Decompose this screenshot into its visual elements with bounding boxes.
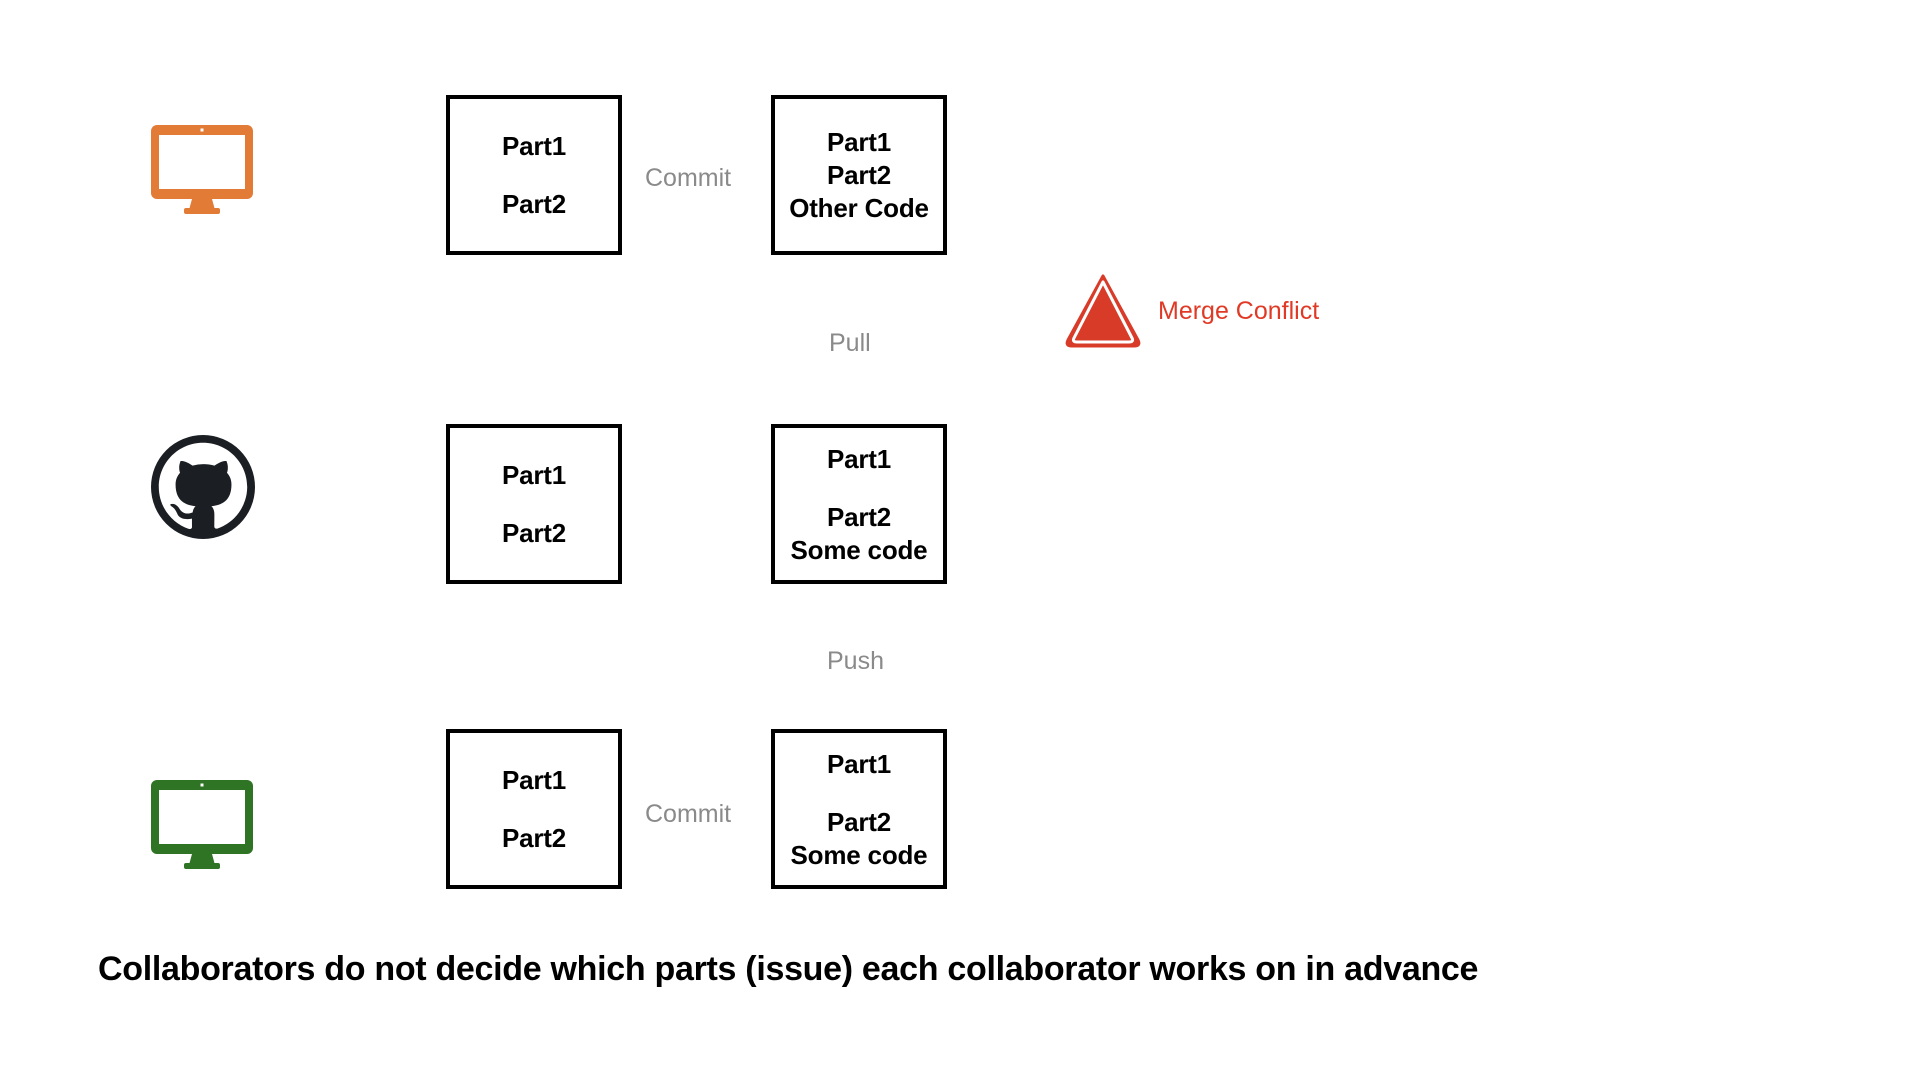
caption-text: Collaborators do not decide which parts … bbox=[98, 950, 1479, 988]
code-line: Part1 bbox=[501, 765, 567, 795]
code-box-row3-before: Part1 Part2 bbox=[446, 729, 622, 889]
code-box-row3-after: Part1 Part2 Some code bbox=[771, 729, 947, 889]
code-line: Other Code bbox=[789, 193, 929, 223]
merge-conflict-group: Merge Conflict bbox=[1062, 270, 1319, 352]
code-line: Part1 bbox=[826, 748, 892, 779]
monitor-icon-developer-b bbox=[148, 777, 256, 869]
code-line: Part1 bbox=[826, 443, 892, 474]
flow-label-pull: Pull bbox=[829, 329, 871, 357]
code-line: Some code bbox=[790, 839, 928, 870]
action-label-commit-row3: Commit bbox=[645, 800, 732, 828]
code-line: Part2 bbox=[501, 518, 567, 548]
code-line: Part1 bbox=[501, 460, 567, 490]
code-line: Part1 bbox=[501, 131, 567, 161]
code-line: Some code bbox=[790, 534, 928, 565]
code-box-row1-before: Part1 Part2 bbox=[446, 95, 622, 255]
code-line: Part2 bbox=[826, 806, 892, 837]
flow-label-push: Push bbox=[827, 647, 884, 675]
code-line: Part2 bbox=[826, 501, 892, 532]
monitor-icon-developer-a bbox=[148, 122, 256, 214]
code-line: Part1 bbox=[826, 127, 892, 157]
code-box-row1-after: Part1 Part2 Other Code bbox=[771, 95, 947, 255]
merge-conflict-label: Merge Conflict bbox=[1158, 296, 1320, 325]
code-line: Part2 bbox=[501, 189, 567, 219]
code-box-row2-before: Part1 Part2 bbox=[446, 424, 622, 584]
warning-triangle-icon bbox=[1065, 274, 1141, 348]
code-line: Part2 bbox=[826, 160, 892, 190]
github-icon-remote bbox=[151, 435, 255, 539]
code-line: Part2 bbox=[501, 823, 567, 853]
code-box-row2-after: Part1 Part2 Some code bbox=[771, 424, 947, 584]
action-label-commit-row1: Commit bbox=[645, 164, 732, 192]
